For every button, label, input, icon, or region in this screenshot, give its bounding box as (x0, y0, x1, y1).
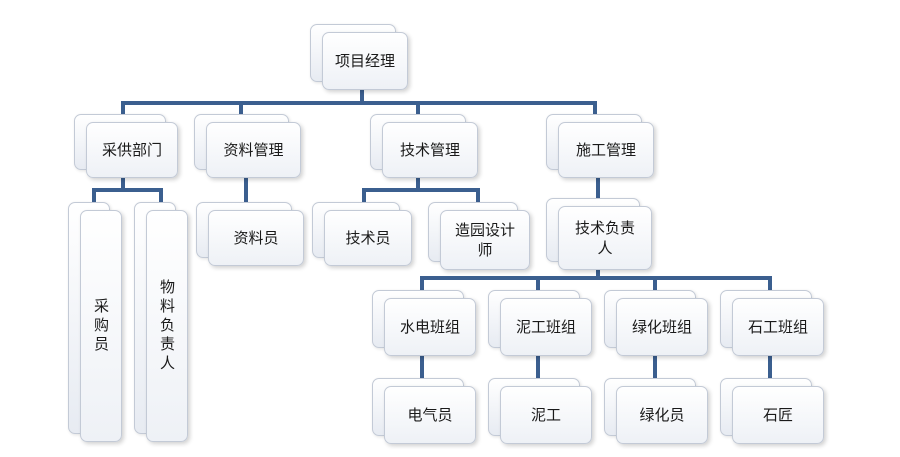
node-label: 资料员 (233, 229, 279, 247)
node-card: 技术管理 (382, 122, 478, 178)
node-label: 技术负责人 (574, 219, 635, 257)
node-card: 采购员 (80, 210, 122, 442)
node-project-manager: 项目经理 (310, 24, 408, 90)
node-masonry-team: 泥工班组 (488, 290, 592, 356)
node-technical-management: 技术管理 (370, 114, 478, 178)
node-document-clerk: 资料员 (196, 202, 304, 266)
node-technician: 技术员 (312, 202, 412, 266)
node-card: 物料负责人 (146, 210, 188, 442)
node-plumbing-electrical-team: 水电班组 (372, 290, 476, 356)
node-label: 采购员 (92, 297, 110, 355)
node-buyer: 采购员 (68, 202, 122, 442)
node-stonework-team: 石工班组 (720, 290, 824, 356)
node-label: 项目经理 (334, 52, 395, 70)
node-card: 泥工班组 (500, 298, 592, 356)
node-card: 造园设计师 (440, 210, 530, 270)
node-card: 电气员 (384, 386, 476, 444)
node-card: 技术员 (324, 210, 412, 266)
node-stonemason: 石匠 (720, 378, 824, 444)
node-card: 水电班组 (384, 298, 476, 356)
node-label: 采供部门 (101, 141, 162, 159)
node-purchasing-department: 采供部门 (74, 114, 178, 178)
node-materials-lead: 物料负责人 (134, 202, 188, 442)
node-label: 绿化班组 (631, 318, 692, 336)
node-label: 水电班组 (399, 318, 460, 336)
node-label: 石匠 (762, 406, 793, 424)
node-label: 造园设计师 (454, 221, 515, 259)
node-electrician: 电气员 (372, 378, 476, 444)
node-card: 资料管理 (206, 122, 301, 178)
node-card: 石工班组 (732, 298, 824, 356)
node-card: 绿化员 (616, 386, 708, 444)
node-label: 电气员 (407, 406, 453, 424)
node-landscape-designer: 造园设计师 (428, 202, 530, 270)
node-mason: 泥工 (488, 378, 592, 444)
node-label: 物料负责人 (158, 278, 176, 374)
node-card: 施工管理 (558, 122, 654, 178)
node-label: 技术员 (345, 229, 391, 247)
node-card: 泥工 (500, 386, 592, 444)
node-label: 泥工 (530, 406, 561, 424)
node-card: 采供部门 (86, 122, 178, 178)
node-card: 项目经理 (322, 32, 408, 90)
node-card: 绿化班组 (616, 298, 708, 356)
node-label: 资料管理 (223, 141, 284, 159)
node-card: 资料员 (208, 210, 304, 266)
node-construction-management: 施工管理 (546, 114, 654, 178)
node-label: 绿化员 (639, 406, 685, 424)
node-technical-lead: 技术负责人 (546, 198, 652, 270)
node-card: 石匠 (732, 386, 824, 444)
node-greening-team: 绿化班组 (604, 290, 708, 356)
node-label: 施工管理 (575, 141, 636, 159)
node-document-management: 资料管理 (194, 114, 301, 178)
node-gardener: 绿化员 (604, 378, 708, 444)
node-label: 技术管理 (399, 141, 460, 159)
node-label: 石工班组 (747, 318, 808, 336)
node-card: 技术负责人 (558, 206, 652, 270)
node-label: 泥工班组 (515, 318, 576, 336)
